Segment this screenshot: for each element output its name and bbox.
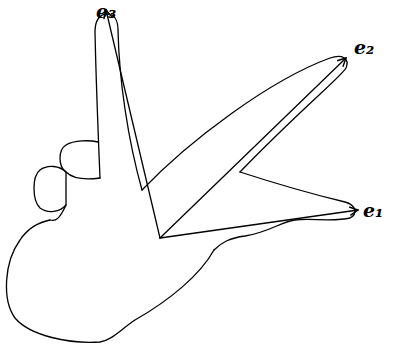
folded-finger	[50, 205, 66, 220]
index-finger	[95, 14, 142, 190]
folded-finger	[34, 166, 66, 211]
vector-label: e₂	[354, 38, 374, 57]
basis-vector	[106, 10, 160, 238]
thumb	[214, 172, 355, 250]
vector-label: e₁	[363, 201, 383, 220]
basis-vector	[160, 210, 358, 238]
vector-label: e₃	[96, 2, 116, 21]
basis-vector	[160, 58, 346, 238]
middle-finger	[142, 56, 347, 190]
palm	[6, 220, 214, 342]
